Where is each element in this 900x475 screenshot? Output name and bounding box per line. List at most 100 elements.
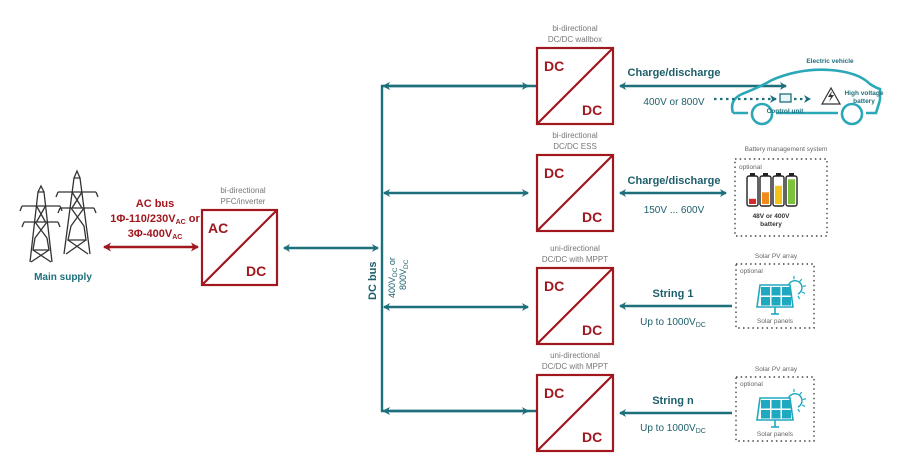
panel-cell [771, 400, 781, 409]
ac-bus: AC bus 1Φ-110/230VAC or 3Φ-400VAC [103, 198, 200, 252]
pfc-caption-1: bi-directional [220, 186, 266, 195]
converter-box [535, 46, 615, 126]
solar-title: Solar PV array [755, 253, 798, 260]
control-unit-icon [779, 93, 792, 103]
panel-cell [782, 400, 791, 409]
ev-control-unit-label: Control unit [767, 108, 805, 115]
solar-optional-label: optional [740, 268, 763, 275]
panel-cell [771, 287, 781, 296]
bms-title: Battery management system [745, 146, 828, 153]
bms-caption-2: battery [760, 221, 782, 228]
panel-cell [771, 297, 781, 306]
converter-out-label: DC [582, 429, 602, 445]
ac-bus-voltage-single-phase: 1Φ-110/230VAC or [110, 213, 200, 226]
panel-cell [761, 400, 770, 409]
dc-bus-arrowhead-bottom [382, 407, 390, 415]
solar-panel-icon [756, 275, 807, 315]
ev-battery-label-1: High voltage [844, 90, 883, 97]
battery-fill [788, 179, 795, 204]
battery-terminal [750, 173, 755, 176]
converter-diagonal [536, 47, 614, 125]
main-supply: Main supply [19, 169, 99, 283]
battery-icon [746, 173, 759, 207]
sun-ray [802, 398, 807, 400]
solar-optional-label: optional [740, 381, 763, 388]
string-n-label: String n [652, 395, 694, 407]
converter-diagonal [536, 154, 614, 232]
converter-caption-1: bi-directional [552, 131, 598, 140]
converter-out-label: DC [582, 322, 602, 338]
string-n-link: String n Up to 1000VDC [619, 395, 732, 435]
converter-in-label: DC [544, 278, 564, 294]
ev-link-voltage: 400V or 800V [643, 97, 704, 108]
dc-bus: DC bus 400VDC or 800VDC [367, 82, 536, 415]
sun-ray [799, 391, 803, 395]
string-1-label: String 1 [653, 288, 694, 300]
battery-management-system: Battery management system optional 48V o… [734, 146, 828, 237]
battery-icon [785, 173, 798, 207]
battery-fill [749, 198, 756, 204]
solar-dotted-box [735, 376, 815, 442]
converter-in-label: DC [544, 165, 564, 181]
sun-ray [802, 285, 807, 287]
dc-bus-label: DC bus [367, 262, 379, 301]
battery-level-icons [746, 173, 798, 207]
converter-caption-2: DC/DC ESS [553, 142, 597, 151]
battery-fill [762, 192, 769, 204]
converter-caption-2: DC/DC with MPPT [542, 362, 608, 371]
ev-body-outline [730, 68, 882, 114]
converter-box [535, 266, 615, 346]
pfc-box [200, 208, 279, 287]
sun-ray [801, 291, 806, 295]
converter-box [535, 373, 615, 453]
battery-icon [759, 173, 772, 207]
solar-caption: Solar panels [757, 318, 794, 325]
battery-terminal [776, 173, 781, 176]
converter-diagonal [536, 374, 614, 452]
dc-bus-arrowhead-top [382, 82, 390, 90]
converter-caption-2: DC/DC with MPPT [542, 255, 608, 264]
string-1-voltage: Up to 1000VDC [640, 317, 706, 329]
string-1-link: String 1 Up to 1000VDC [619, 288, 732, 329]
ev-wheel-front [750, 102, 774, 126]
pfc-inverter: bi-directional PFC/inverter AC DC [200, 186, 279, 287]
panel-cell [782, 287, 791, 296]
dc-bus-voltage-400: 400VDC or [387, 257, 399, 298]
converter-caption-2: DC/DC wallbox [548, 35, 602, 44]
battery-icon [772, 173, 785, 207]
bms-caption-1: 48V or 400V [753, 213, 791, 220]
ess-link-label: Charge/discharge [628, 175, 721, 187]
converter-in-label: DC [544, 385, 564, 401]
dc-bus-line [380, 84, 536, 413]
high-voltage-warning-icon [820, 86, 842, 105]
power-tower-icon [19, 169, 99, 263]
electric-vehicle: Electric vehicle Control unit High volta… [714, 58, 884, 126]
dc-bus-voltage-800: 800VDC [398, 259, 410, 290]
sun-ray [797, 408, 801, 413]
panel-cell [761, 410, 770, 419]
converter-caption-1: uni-directional [550, 244, 600, 253]
ess-link: Charge/discharge 150V ... 600V [619, 175, 727, 216]
pfc-ac-label: AC [208, 220, 228, 236]
ev-link: Charge/discharge 400V or 800V [619, 67, 787, 108]
converter-box [535, 153, 615, 233]
panel-cell [771, 410, 781, 419]
ac-bus-title: AC bus [136, 198, 175, 210]
main-supply-label: Main supply [34, 272, 92, 283]
ess-link-voltage: 150V ... 600V [644, 205, 705, 216]
solar-title: Solar PV array [755, 366, 798, 373]
ev-battery-label-2: battery [853, 98, 875, 105]
ac-bus-voltage-three-phase: 3Φ-400VAC [128, 228, 183, 241]
sun-ray [799, 278, 803, 282]
pfc-dc-label: DC [246, 263, 266, 279]
ev-body-bottom [733, 99, 882, 115]
solar-caption: Solar panels [757, 431, 794, 438]
string-n-voltage: Up to 1000VDC [640, 423, 706, 435]
panel-cell [761, 297, 770, 306]
